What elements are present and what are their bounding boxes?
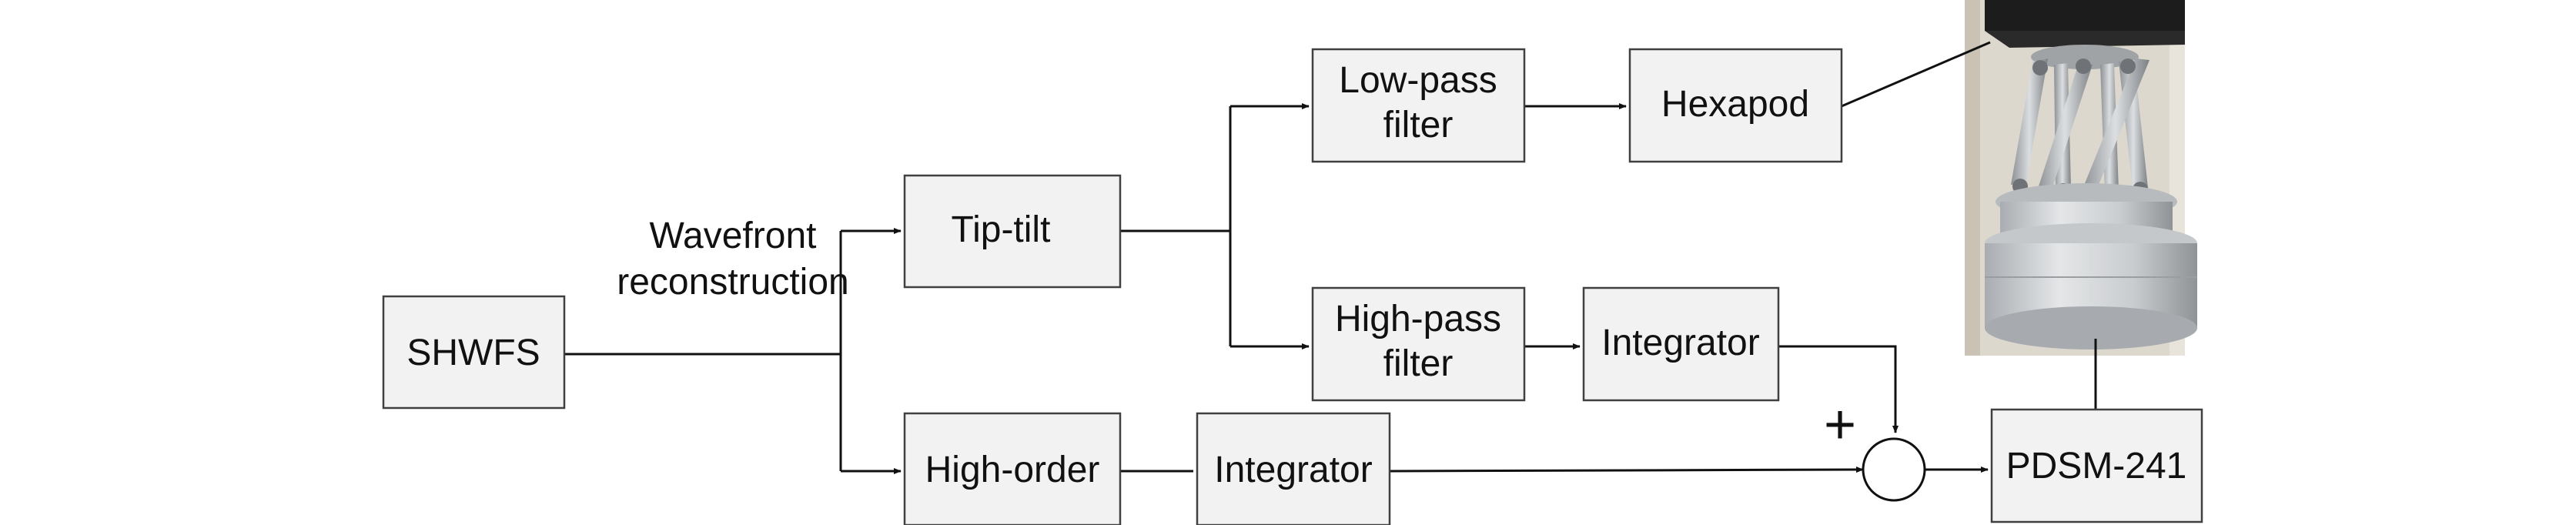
shwfs-block: SHWFS bbox=[382, 295, 566, 410]
wavefront-label-line1: Wavefront bbox=[650, 216, 817, 256]
shwfs-label: SHWFS bbox=[406, 333, 540, 373]
high-order-block: High-order bbox=[903, 412, 1122, 525]
connections bbox=[564, 41, 2097, 474]
plus-sign: + bbox=[1824, 394, 1856, 456]
wire-hexapod-to-photo bbox=[1841, 41, 1991, 108]
high-pass-label-line1: High-pass bbox=[1335, 299, 1501, 339]
high-pass-filter-block: High-pass filter bbox=[1311, 286, 1526, 402]
low-pass-filter-block: Low-pass filter bbox=[1311, 48, 1526, 163]
integrator-tip-tilt-block: Integrator bbox=[1582, 286, 1780, 402]
integrator-high-order-block: Integrator bbox=[1196, 412, 1391, 525]
wavefront-label-line2: reconstruction bbox=[617, 262, 848, 303]
low-pass-label-line2: filter bbox=[1383, 105, 1454, 145]
high-pass-label-line2: filter bbox=[1383, 343, 1454, 384]
integrator-high-order-label: Integrator bbox=[1214, 450, 1372, 490]
high-order-label: High-order bbox=[925, 450, 1100, 490]
pdsm-label: PDSM-241 bbox=[2006, 446, 2187, 487]
wire-integrator-to-sum bbox=[1778, 345, 1899, 433]
low-pass-label-line1: Low-pass bbox=[1339, 60, 1497, 101]
hexapod-label: Hexapod bbox=[1661, 84, 1809, 125]
wire-integrator-ho-to-sum bbox=[1389, 466, 1864, 473]
hexapod-block: Hexapod bbox=[1628, 48, 1843, 163]
pdsm-block: PDSM-241 bbox=[1990, 408, 2203, 523]
hexapod-photo bbox=[1965, 0, 2197, 356]
integrator-tip-tilt-label: Integrator bbox=[1601, 323, 1759, 363]
summing-junction bbox=[1862, 437, 1926, 502]
tip-tilt-block: Tip-tilt bbox=[903, 174, 1122, 289]
tip-tilt-label: Tip-tilt bbox=[952, 209, 1051, 250]
